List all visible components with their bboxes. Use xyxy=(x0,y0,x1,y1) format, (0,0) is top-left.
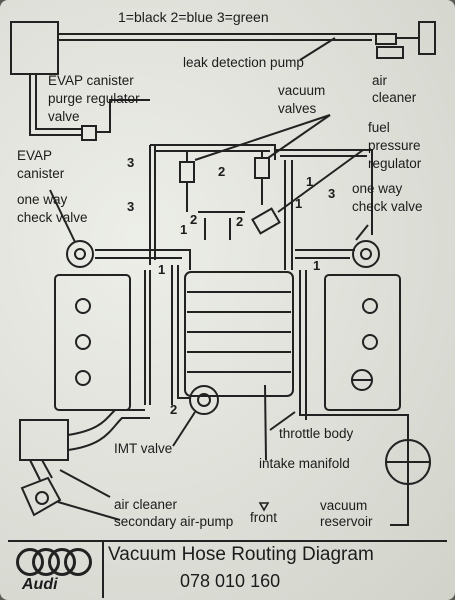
label-imt-valve: IMT valve xyxy=(114,441,173,456)
label-purge-valve-2: purge regulator xyxy=(48,91,140,106)
label-purge-valve-3: valve xyxy=(48,109,80,124)
label-evap-canister-1: EVAP xyxy=(17,148,53,163)
hose-number: 2 xyxy=(190,212,198,227)
label-throttle-body: throttle body xyxy=(279,426,354,441)
audi-logo: Audi xyxy=(8,542,104,598)
hose-number: 1 xyxy=(295,196,303,211)
leak-detection-pump xyxy=(375,33,397,45)
label-check-valve-right-1: one way xyxy=(352,181,403,196)
label-purge-valve-1: EVAP canister xyxy=(48,73,134,88)
footer: Audi Vacuum Hose Routing Diagram 078 010… xyxy=(8,540,447,598)
hose-number: 1 xyxy=(180,222,188,237)
hose-number: 1 xyxy=(306,174,314,189)
hose-number: 3 xyxy=(127,155,135,170)
label-air-cleaner-top-1: air xyxy=(372,73,388,88)
label-fuel-pressure-regulator-1: fuel xyxy=(368,120,390,135)
label-check-valve-right-2: check valve xyxy=(352,199,423,214)
label-fuel-pressure-regulator-2: pressure xyxy=(368,138,421,153)
label-vacuum-reservoir-2: reservoir xyxy=(320,514,373,529)
label-leak-detection-pump: leak detection pump xyxy=(183,55,304,70)
hose-number: 3 xyxy=(328,186,336,201)
intake-manifold xyxy=(184,271,294,397)
part-number: 078 010 160 xyxy=(180,571,281,591)
imt-valve xyxy=(189,385,219,415)
hose-number: 3 xyxy=(127,199,135,214)
label-air-cleaner-bottom: air cleaner xyxy=(114,497,178,512)
label-vacuum-valves-2: valves xyxy=(278,101,317,116)
hose-number: 2 xyxy=(218,164,226,179)
label-vacuum-reservoir-1: vacuum xyxy=(320,498,368,513)
air-cleaner-top-box xyxy=(418,21,436,55)
evap-canister-box xyxy=(10,21,59,75)
vacuum-valve-left xyxy=(179,161,195,183)
label-intake-manifold: intake manifold xyxy=(259,456,350,471)
purge-regulator-valve xyxy=(81,125,97,141)
label-fuel-pressure-regulator-3: regulator xyxy=(368,156,422,171)
label-evap-canister-2: canister xyxy=(17,166,65,181)
cylinder-head-right xyxy=(324,274,401,411)
ring-icon xyxy=(64,548,92,576)
hose-number: 1 xyxy=(313,258,321,273)
label-vacuum-valves-1: vacuum xyxy=(278,83,326,98)
air-cleaner-bottom-box xyxy=(19,419,69,461)
diagram-title: Vacuum Hose Routing Diagram xyxy=(108,544,374,565)
label-air-cleaner-top-2: cleaner xyxy=(372,90,417,105)
label-secondary-air-pump: secondary air-pump xyxy=(114,514,234,529)
label-check-valve-left-2: check valve xyxy=(17,210,88,225)
hose-number: 2 xyxy=(236,214,244,229)
cylinder-head-left xyxy=(54,274,131,411)
hose-number: 1 xyxy=(158,262,166,277)
label-front: front xyxy=(250,510,278,525)
fuel-pressure-regulator xyxy=(251,207,281,235)
color-legend: 1=black 2=blue 3=green xyxy=(118,9,269,25)
secondary-air-pump xyxy=(20,476,62,517)
vacuum-valve-right xyxy=(254,157,270,179)
front-arrow-icon xyxy=(258,502,270,512)
brand-name: Audi xyxy=(22,576,58,593)
label-check-valve-left-1: one way xyxy=(17,192,68,207)
hose-number: 2 xyxy=(170,402,178,417)
